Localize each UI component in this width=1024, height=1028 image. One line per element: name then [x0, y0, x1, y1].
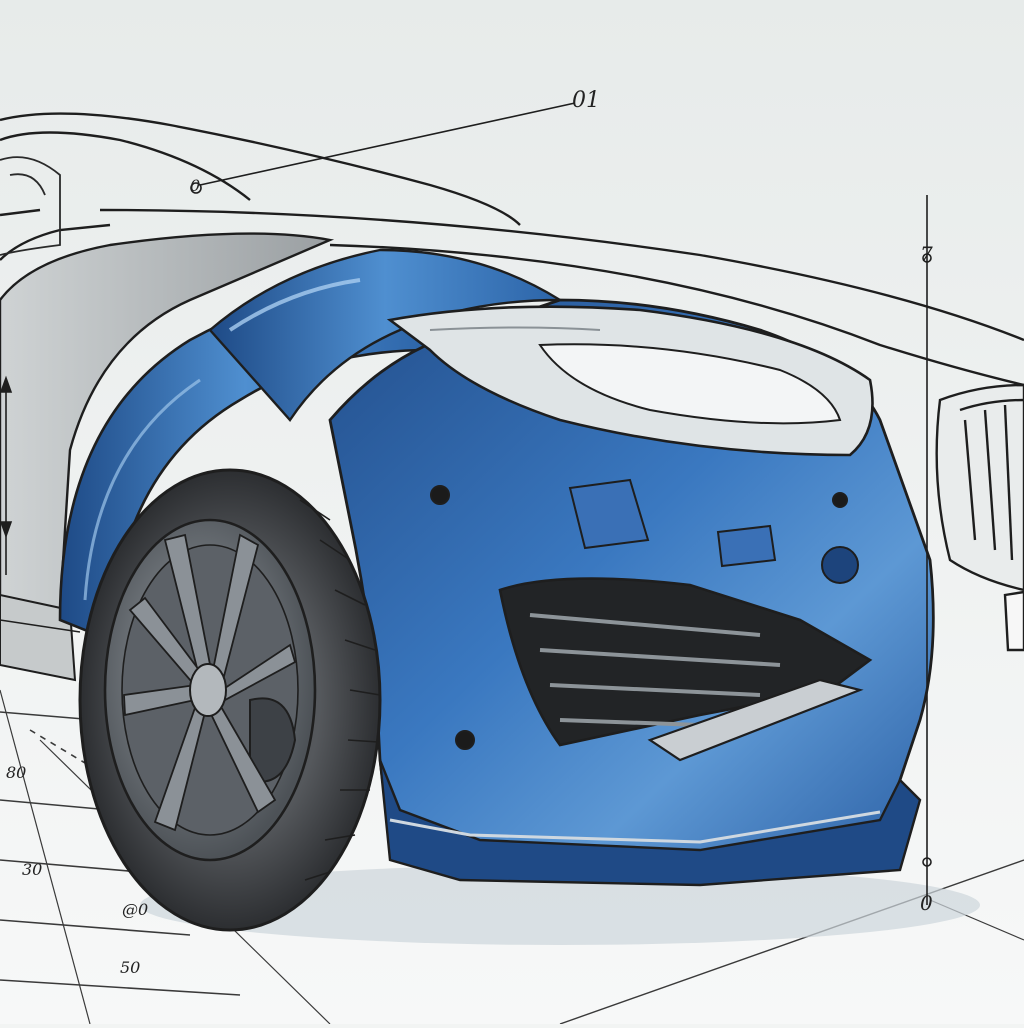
side-sill: [0, 593, 77, 682]
headlight-line: [429, 326, 601, 331]
callout-top-label: 01: [572, 88, 600, 113]
intake-slats: [529, 613, 781, 727]
fender-highlight: [228, 278, 361, 332]
annotation-lines: [190, 102, 932, 905]
wheel-spokes: [123, 533, 297, 832]
scale-label-50: 50: [120, 958, 141, 977]
headlight-lens: [538, 343, 842, 425]
callout-roof-label: 0: [190, 176, 201, 195]
body-outline: [0, 112, 1024, 387]
windshield: [0, 156, 61, 256]
lip-trim: [389, 810, 881, 844]
arch-highlight: [83, 378, 201, 601]
sensors: [430, 478, 859, 750]
chrome-strip: [647, 678, 864, 762]
height-arrow: [0, 375, 13, 575]
scale-label-at0: @0: [122, 900, 149, 919]
sill-line: [0, 619, 81, 633]
grille: [935, 383, 1024, 652]
callout-vertical-bottom-label: 0: [920, 891, 933, 915]
callout-vertical-top-label: 7: [920, 242, 933, 266]
side-panel: [0, 232, 335, 612]
tire-tread: [299, 499, 381, 881]
scale-label-30: 30: [22, 860, 43, 879]
scale-label-80: 80: [6, 763, 27, 782]
wheel-hub: [189, 663, 227, 717]
ground-shadow: [140, 865, 980, 945]
